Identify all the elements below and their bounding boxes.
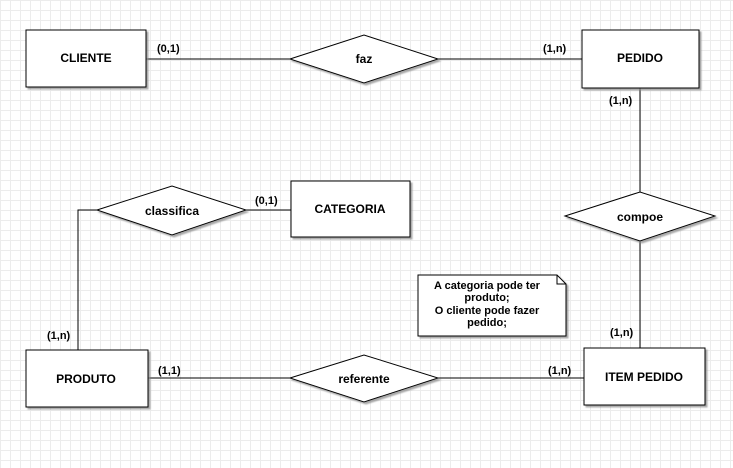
relationship-faz-label: faz: [356, 52, 373, 66]
relationship-compoe-label: compoe: [617, 210, 663, 224]
cardinality-pedido-faz: (1,n): [543, 43, 567, 55]
note[interactable]: A categoria pode ter produto; O cliente …: [417, 274, 567, 337]
entity-item-pedido[interactable]: ITEM PEDIDO: [583, 347, 706, 406]
cardinality-produto-referente: (1,1): [158, 365, 181, 377]
relationship-faz[interactable]: faz: [288, 34, 440, 84]
line-classifica-produto: [77, 209, 97, 350]
relationship-referente[interactable]: referente: [288, 354, 440, 403]
entity-produto[interactable]: PRODUTO: [25, 349, 149, 408]
cardinality-categoria-classifica: (0,1): [255, 195, 278, 207]
entity-pedido[interactable]: PEDIDO: [581, 29, 700, 89]
cardinality-cliente-faz: (0,1): [157, 43, 180, 55]
relationship-classifica[interactable]: classifica: [95, 185, 248, 236]
relationship-referente-label: referente: [338, 372, 390, 386]
entity-categoria-label: CATEGORIA: [314, 202, 385, 216]
relationship-classifica-label: classifica: [145, 204, 199, 218]
note-line-4: pedido;: [467, 317, 507, 329]
note-line-1: A categoria pode ter: [434, 280, 541, 292]
entity-pedido-label: PEDIDO: [617, 51, 663, 65]
note-line-2: produto;: [464, 292, 509, 304]
connectors: [77, 58, 641, 379]
cardinality-item-compoe: (1,n): [610, 327, 634, 339]
cardinality-pedido-compoe: (1,n): [609, 95, 633, 107]
entity-item-pedido-label: ITEM PEDIDO: [605, 370, 683, 384]
note-line-3: O cliente pode fazer: [435, 305, 540, 317]
entity-categoria[interactable]: CATEGORIA: [290, 180, 411, 238]
cardinality-item-referente: (1,n): [548, 365, 572, 377]
entity-cliente-label: CLIENTE: [60, 51, 111, 65]
note-folded-corner: [556, 275, 566, 285]
entity-cliente[interactable]: CLIENTE: [25, 29, 147, 88]
entity-produto-label: PRODUTO: [56, 372, 116, 386]
relationship-compoe[interactable]: compoe: [563, 191, 717, 242]
cardinality-produto-classifica: (1,n): [47, 330, 71, 342]
